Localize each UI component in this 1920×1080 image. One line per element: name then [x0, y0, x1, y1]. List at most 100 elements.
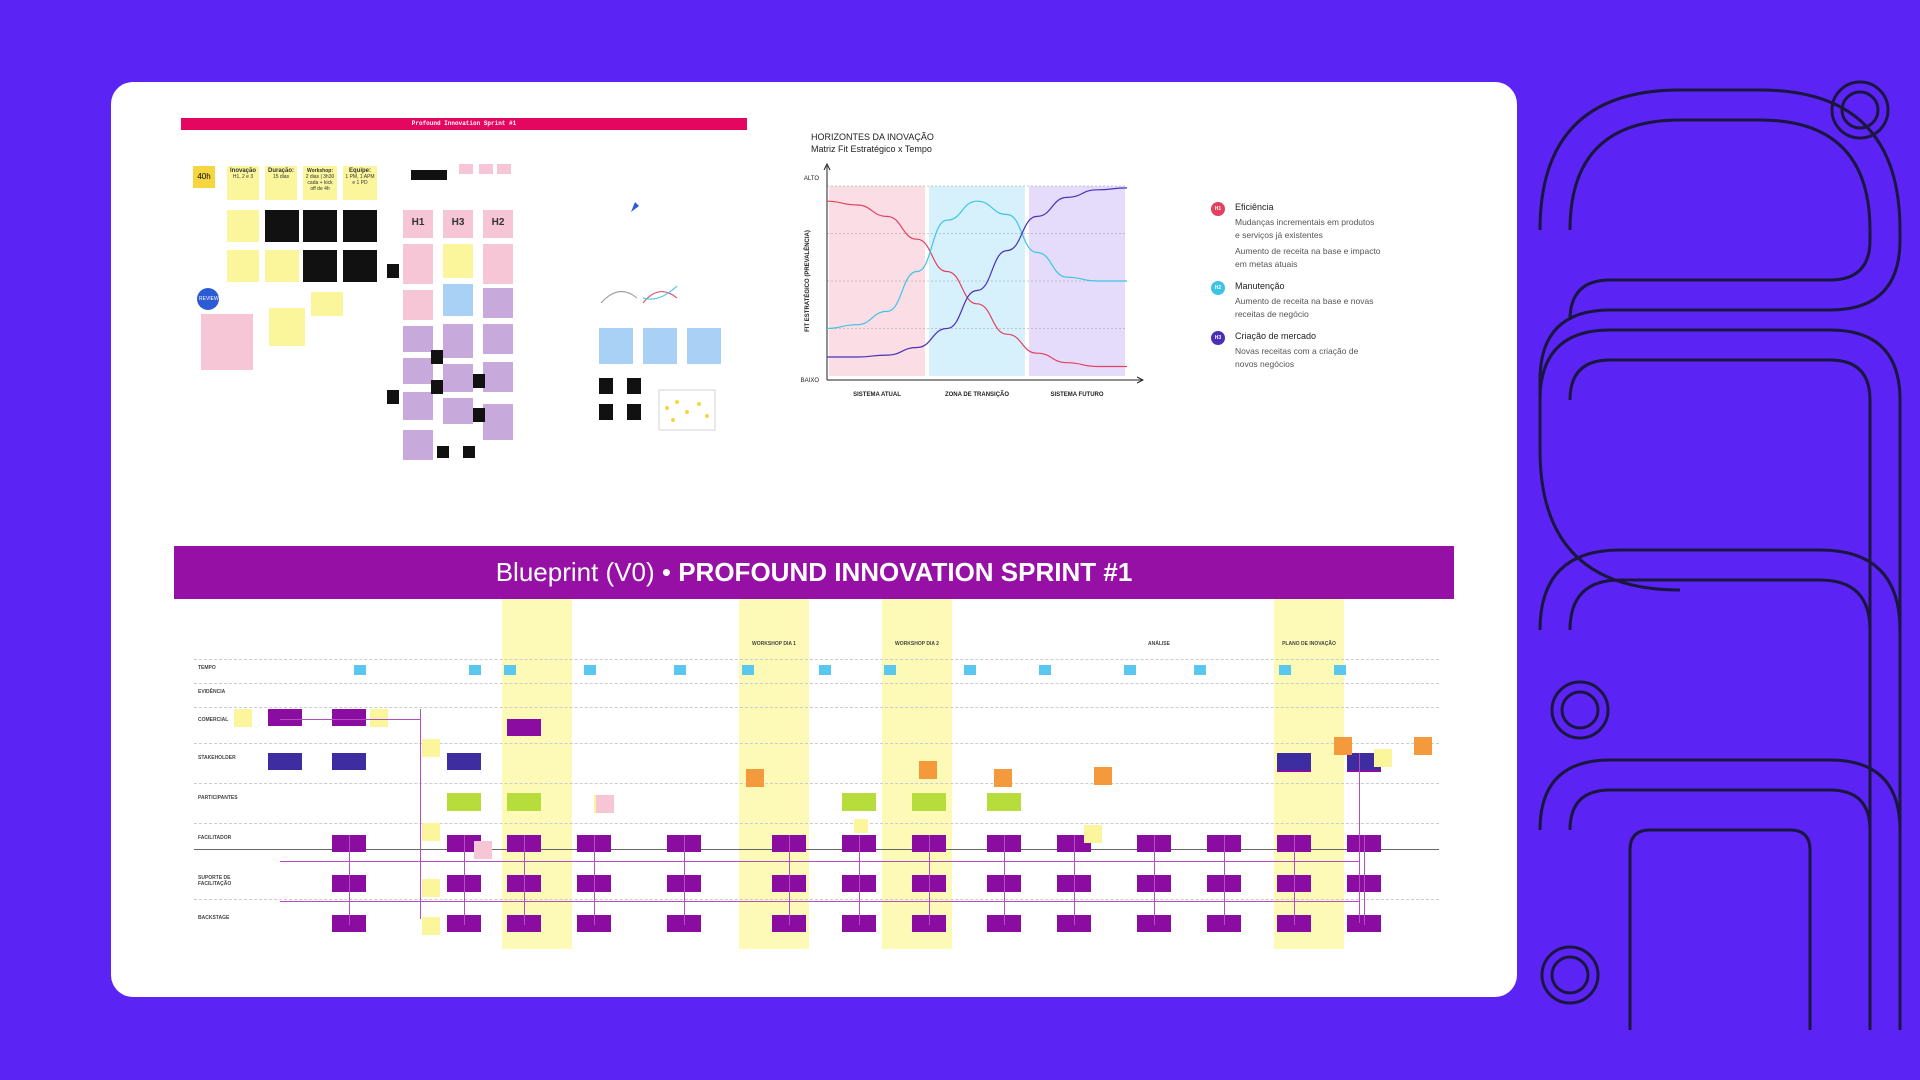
- connector-line: [1294, 835, 1295, 925]
- connector-line: [1224, 835, 1225, 925]
- lane-stakeholder: STAKEHOLDER: [198, 755, 236, 761]
- note-workshop: Workshop:2 dias | 3h30 cada + kick off d…: [303, 166, 337, 200]
- sticky-note: [627, 404, 641, 420]
- legend-title: Eficiência: [1235, 202, 1274, 212]
- series-line-h3: [827, 187, 1128, 358]
- lane-participantes: PARTICIPANTES: [198, 795, 238, 801]
- sticky-note: [443, 244, 473, 278]
- legend-text: Novas receitas com a criação de novos ne…: [1235, 346, 1359, 369]
- blueprint-card: [422, 879, 440, 897]
- x-arrow-icon: [1136, 376, 1145, 384]
- main-card: Profound Innovation Sprint #1 40h Inovaç…: [111, 82, 1517, 997]
- y-tick-label: ALTO: [804, 176, 819, 182]
- sticky-note: [387, 390, 399, 404]
- connector-line: [1154, 835, 1155, 925]
- y-arrow-icon: [823, 162, 831, 171]
- sticky-note: [227, 210, 259, 242]
- sticky-note: [431, 350, 443, 364]
- blueprint-card: [422, 823, 440, 841]
- blueprint-card: [354, 665, 366, 675]
- blueprint-card: [474, 841, 492, 859]
- blueprint-card: [842, 793, 876, 811]
- sticky-note: [269, 308, 305, 346]
- flow-start: [411, 170, 447, 180]
- pin-icon: [631, 202, 639, 212]
- sticky-note: [403, 430, 433, 460]
- sticky-note: [303, 210, 337, 242]
- blueprint-card: [507, 719, 541, 736]
- legend-item-h3: H3 Criação de mercado Novas receitas com…: [1211, 331, 1381, 371]
- series-line-h2: [826, 200, 1127, 330]
- lane-suporte: SUPORTE DE FACILITAÇÃO: [198, 875, 232, 887]
- sticky-note: [687, 328, 721, 364]
- blueprint-card: [742, 665, 754, 675]
- blueprint-card: [584, 665, 596, 675]
- highlight-column: [882, 599, 952, 949]
- sticky-note: [403, 290, 433, 320]
- blueprint-card: [507, 793, 541, 811]
- sticky-note: [403, 358, 433, 384]
- blueprint-card: [919, 761, 937, 779]
- horizon-h3: H3: [443, 210, 473, 238]
- lane-evidencia: EVIDÊNCIA: [198, 689, 226, 695]
- lane-divider: [194, 743, 1439, 744]
- sticky-note: [443, 398, 473, 424]
- sticky-note: [483, 404, 513, 440]
- blueprint-card: [746, 769, 764, 787]
- phase-analise: ANÁLISE: [1148, 641, 1170, 647]
- review-badge: REVIEW: [197, 288, 219, 310]
- blueprint-card: [674, 665, 686, 675]
- chart-subtitle: Matriz Fit Estratégico x Tempo: [811, 144, 932, 154]
- badge-h2: H2: [1211, 281, 1225, 295]
- blueprint-header: Blueprint (V0) • PROFOUND INNOVATION SPR…: [174, 546, 1454, 599]
- sticky-note: [483, 324, 513, 354]
- sticky-note: [483, 288, 513, 318]
- connector-line: [1004, 835, 1005, 925]
- chart-title: HORIZONTES DA INOVAÇÃO: [811, 132, 934, 142]
- lane-divider: [194, 783, 1439, 784]
- legend-item-h2: H2 Manutenção Aumento de receita na base…: [1211, 281, 1381, 321]
- connector-line: [594, 835, 595, 925]
- blueprint-card: [1084, 825, 1102, 843]
- sprint-board: Profound Innovation Sprint #1 40h Inovaç…: [181, 118, 747, 498]
- sticky-note: [201, 314, 253, 370]
- badge-h1: H1: [1211, 202, 1225, 216]
- lane-divider: [194, 683, 1439, 684]
- connector-line: [420, 709, 421, 919]
- mini-chart-graphic: [600, 285, 678, 304]
- note-duracao: Duração:15 dias: [265, 166, 297, 200]
- sticky-note: [403, 392, 433, 420]
- blueprint-card: [332, 709, 366, 726]
- chart-legend: H1 Eficiência Mudanças incrementais em p…: [1211, 202, 1381, 381]
- zone-label: ZONA DE TRANSIÇÃO: [945, 391, 1009, 398]
- blueprint-card: [447, 793, 481, 811]
- sticky-note: [437, 446, 449, 458]
- innovation-horizons-chart: HORIZONTES DA INOVAÇÃO Matriz Fit Estrat…: [791, 132, 1491, 502]
- highlight-column: [502, 599, 572, 949]
- phase-plano: PLANO DE INOVAÇÃO: [1282, 641, 1336, 647]
- connector-line: [859, 835, 860, 925]
- lane-tempo: TEMPO: [198, 665, 216, 671]
- sticky-note: [343, 250, 377, 282]
- legend-text: Aumento de receita na base e novas recei…: [1235, 296, 1374, 319]
- blueprint-card: [1347, 753, 1381, 770]
- blueprint-card: [268, 753, 302, 770]
- blueprint-card: [1414, 737, 1432, 755]
- note-equipe: Equipe:1 PM, 1 APM e 1 PD: [343, 166, 377, 200]
- connector-line: [684, 835, 685, 925]
- blueprint-card: [1124, 665, 1136, 675]
- blueprint-card: [987, 793, 1021, 811]
- series-line-h1: [826, 200, 1127, 368]
- sticky-note: [497, 164, 511, 174]
- lane-backstage: BACKSTAGE: [198, 915, 230, 921]
- connector-line: [280, 861, 1360, 862]
- sticky-note: [265, 210, 299, 242]
- sticky-note: [303, 250, 337, 282]
- blueprint-card: [596, 795, 614, 813]
- blueprint-card: [884, 665, 896, 675]
- blueprint-card: [1277, 753, 1311, 770]
- connector-line: [929, 835, 930, 925]
- blueprint-body: WORKSHOP DIA 1 WORKSHOP DIA 2 ANÁLISE PL…: [174, 599, 1454, 966]
- sticky-note: [599, 378, 613, 394]
